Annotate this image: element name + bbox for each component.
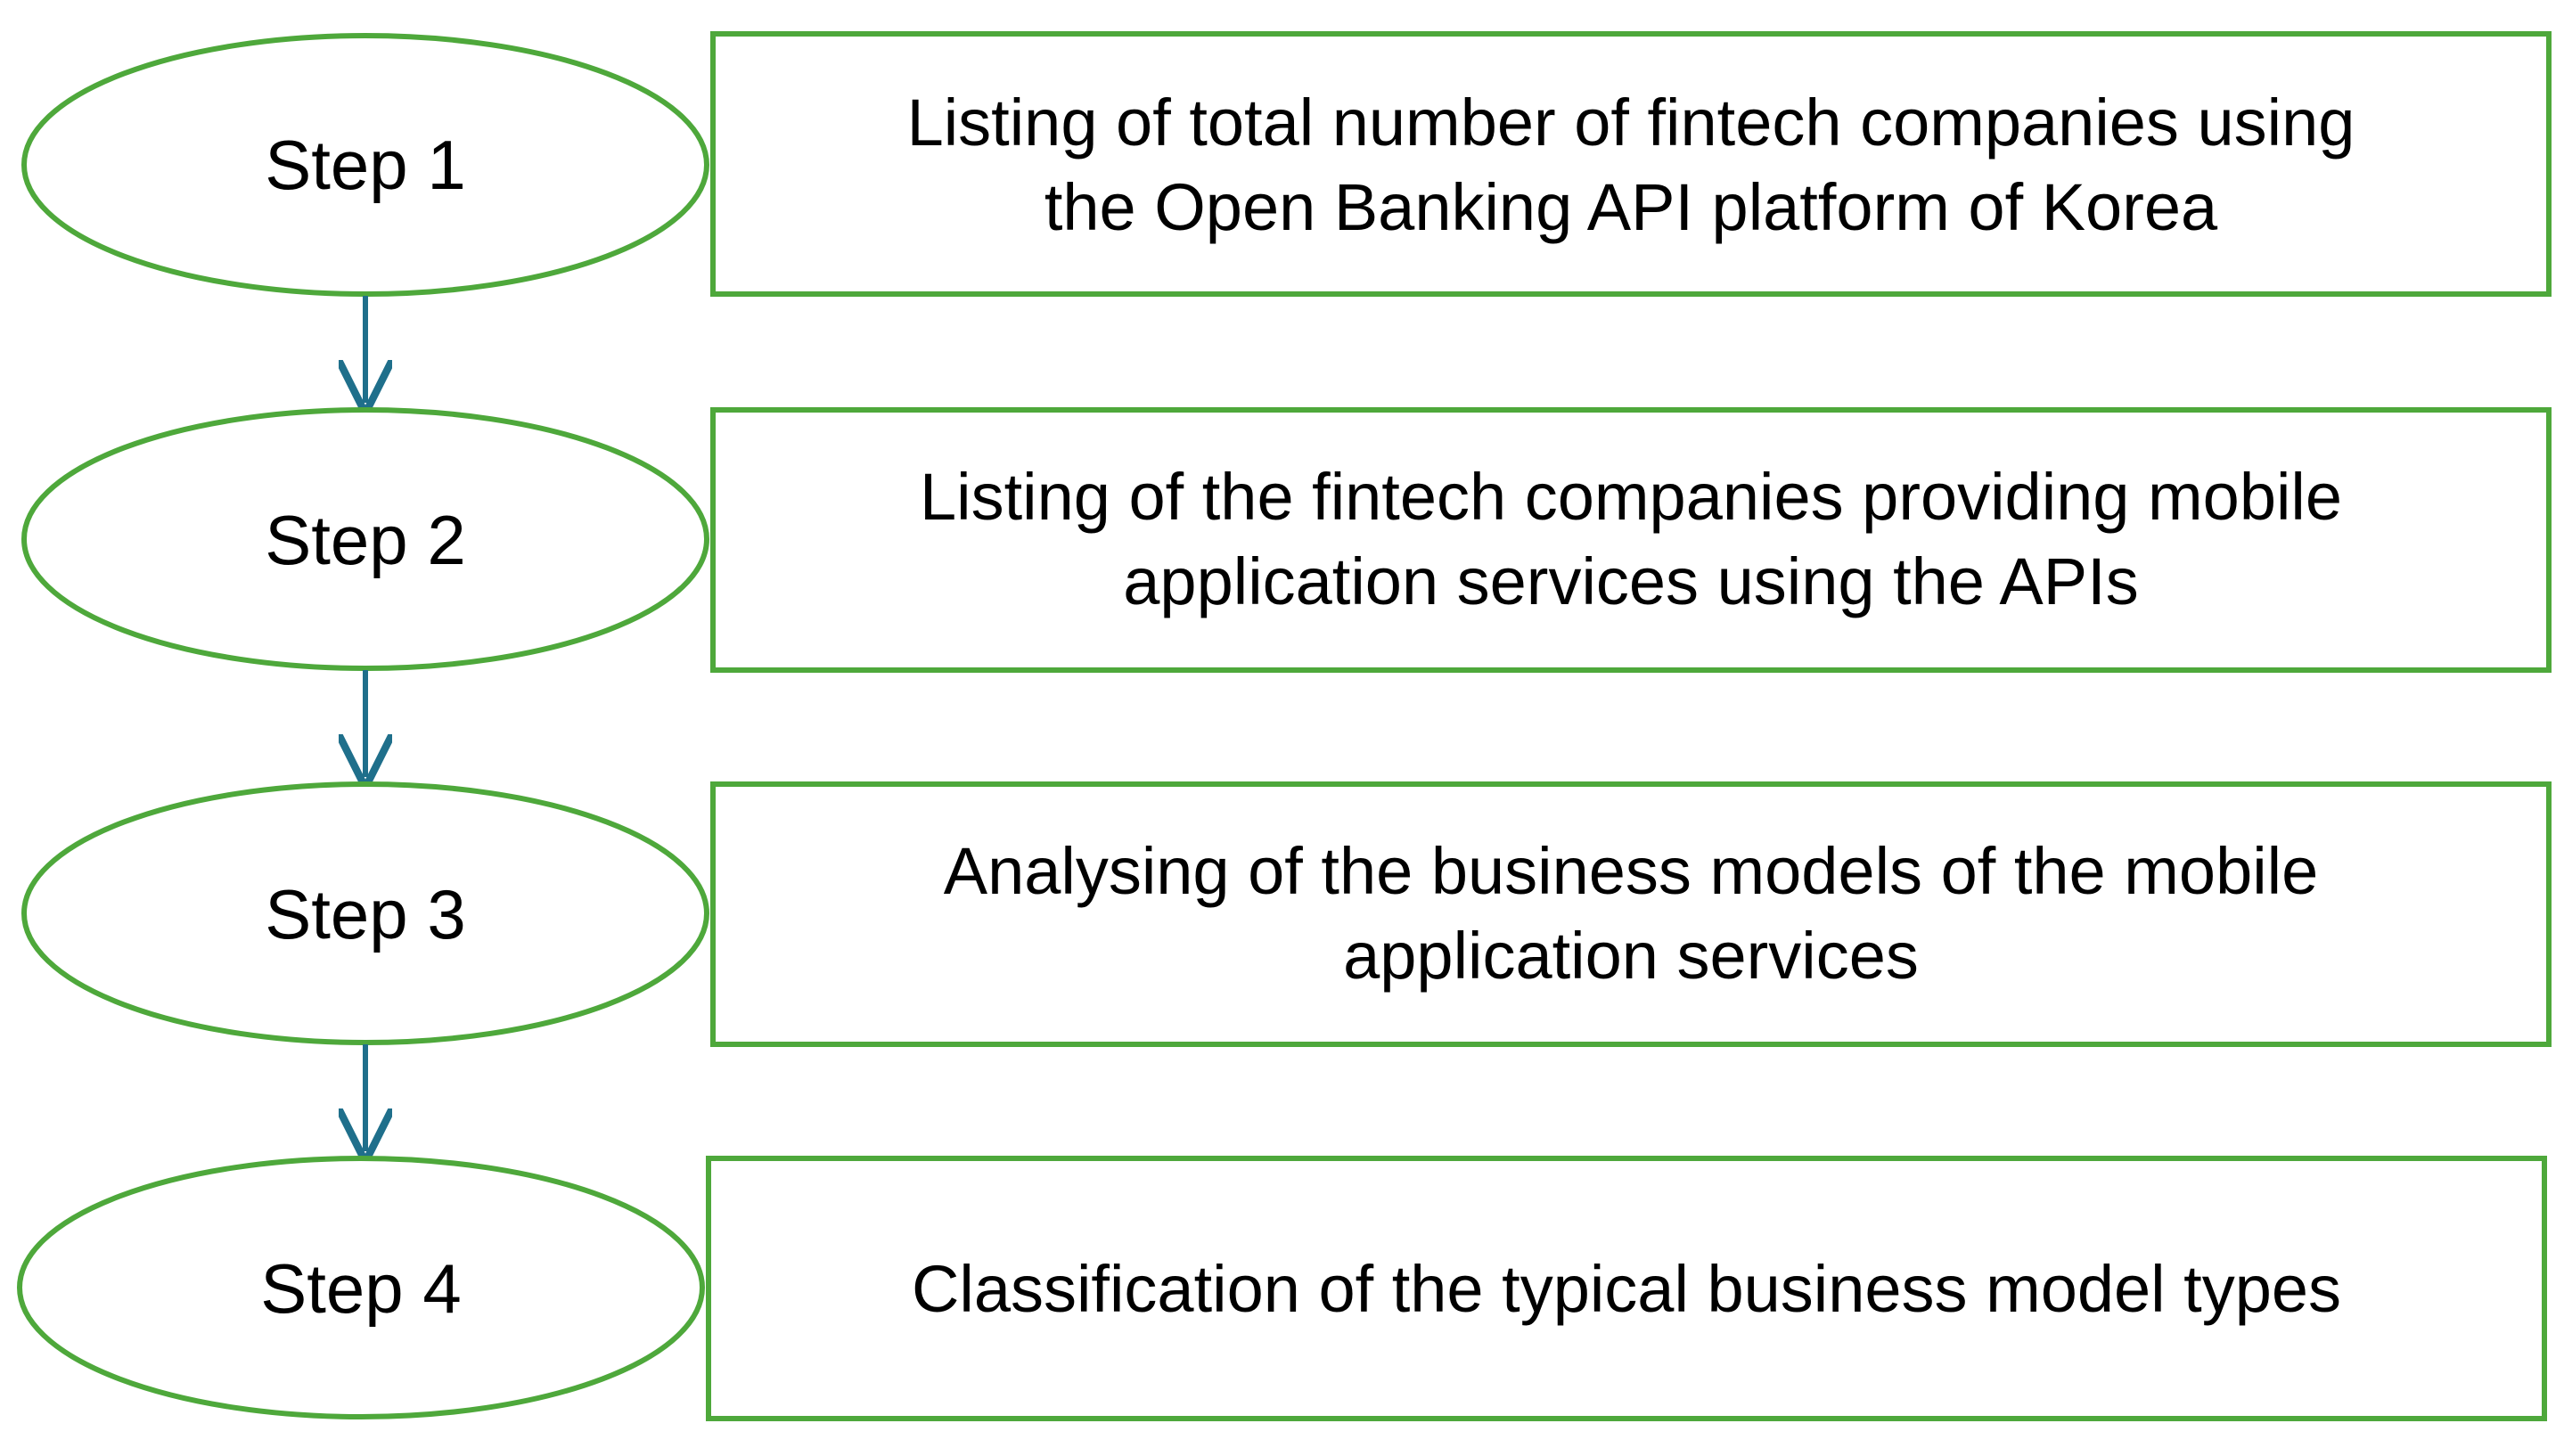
step-2-description-box: [710, 407, 2552, 673]
step-3: Step 3 Analysing of the business models …: [21, 781, 2552, 1047]
step-1-description-line-1: Listing of total number of fintech compa…: [907, 86, 2355, 160]
step-2: Step 2 Listing of the fintech companies …: [21, 407, 2552, 673]
step-2-description-line-1: Listing of the fintech companies providi…: [920, 460, 2342, 534]
step-1-description-box: [710, 31, 2552, 297]
step-1-ellipse: [21, 33, 709, 297]
step-2-description-line-2: application services using the APIs: [1123, 544, 2138, 618]
step-3-description-line-2: application services: [1343, 919, 1919, 993]
step-4-ellipse: [17, 1156, 705, 1419]
step-2-ellipse: [21, 407, 709, 671]
step-1: Step 1 Listing of total number of fintec…: [21, 31, 2552, 297]
step-3-description-line-1: Analysing of the business models of the …: [944, 834, 2319, 908]
step-2-label: Step 2: [265, 501, 466, 579]
step-4-description-box: [706, 1156, 2547, 1421]
step-1-description-line-2: the Open Banking API platform of Korea: [1044, 170, 2218, 244]
step-4: Step 4 Classification of the typical bus…: [17, 1156, 2547, 1421]
step-1-label: Step 1: [265, 126, 466, 204]
step-4-label: Step 4: [260, 1249, 462, 1328]
step-4-description-line-1: Classification of the typical business m…: [912, 1252, 2341, 1326]
step-3-ellipse: [21, 781, 709, 1045]
step-3-label: Step 3: [265, 875, 466, 953]
step-3-description-box: [710, 781, 2552, 1047]
